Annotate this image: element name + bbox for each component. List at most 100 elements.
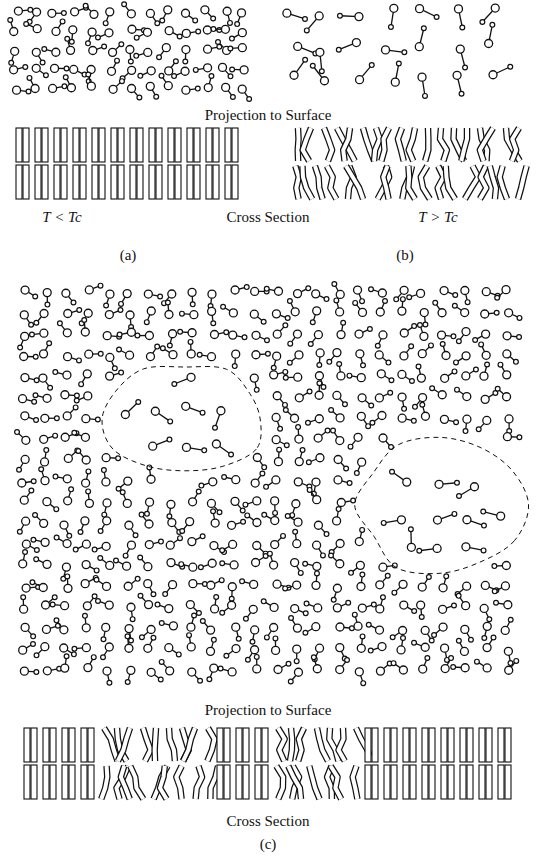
ordered-chain [35,128,41,162]
lipid-head [42,601,50,609]
lipid-tail-end [159,73,164,78]
lipid-molecule [329,540,344,555]
lipid-head [295,458,303,466]
lipid-head [88,28,96,36]
lipid-head [272,413,280,421]
lipid-molecule [82,469,91,487]
lipid-tail-end [86,469,91,474]
lipid-molecule [83,3,98,18]
lipid-molecule [289,616,302,633]
lipid-molecule [162,290,176,306]
lipid-molecule [50,602,68,610]
lipid-head [164,82,172,90]
lipid-head [103,499,111,507]
lipid-tail-end [306,420,311,425]
lipid-head [147,475,155,483]
lipid-head [40,519,48,527]
lipid-molecule [489,64,513,78]
lipid-head [168,519,176,527]
lipid-molecule [475,659,492,672]
lipid-head [168,290,176,298]
lipid-tail-end [277,447,282,452]
lipid-head [439,623,447,631]
lipid-molecule [382,46,407,55]
lipid-head [228,668,236,676]
lipid-molecule [441,644,450,662]
lipid-molecule [61,654,69,672]
lipid-molecule [61,391,79,399]
lipid-tail-end [517,316,522,321]
lipid-molecule [312,290,329,302]
lipid-molecule [72,430,90,441]
ordered-chain [187,165,193,199]
lipid-tail-end [76,449,81,454]
lipid-head [82,561,90,569]
lipid-tail-end [200,410,205,415]
lipid-molecule [187,633,196,651]
lipid-molecule [43,498,59,512]
lipid-molecule [304,12,323,33]
lipid-tail-end [337,362,342,367]
lipid-head [123,290,131,298]
lipid-head [187,350,195,358]
lipid-molecule [311,655,321,673]
lipid-tail-end [285,514,290,519]
lipid-head [453,71,461,79]
lipid-tail-end [482,523,487,528]
lipid-molecule [331,428,344,444]
lipid-molecule [355,327,372,339]
lipid-head [461,625,469,633]
lipid-molecule [20,352,38,360]
lipid-tail-end [119,301,124,306]
lipid-tail-end [262,512,267,517]
lipid-molecule [73,540,90,552]
lipid-molecule [27,76,39,93]
lipid-molecule [461,286,470,304]
lipid-molecule [204,74,214,92]
lipid-head [64,584,72,592]
lipid-tail-end [167,343,172,348]
lipid-molecule [354,458,365,475]
lipid-tail-end [220,610,225,615]
lipid-head [376,667,384,675]
lipid-head [64,497,72,505]
lipid-head [63,475,71,483]
lipid-molecule [134,48,152,58]
lipid-head [399,626,407,634]
lipid-molecule [96,29,113,40]
lipid-molecule [188,534,205,546]
lipid-molecule [21,286,38,299]
lipid-head [109,85,117,93]
lipid-tail-end [116,486,121,491]
lipid-head [69,26,77,34]
lipid-head [291,414,299,422]
lipid-tail-end [42,47,47,52]
lipid-tail-end [180,311,185,316]
lipid-molecule [79,370,92,387]
lipid-head [504,647,512,655]
lipid-head [40,350,48,358]
lipid-molecule [114,558,131,570]
lipid-head [182,46,190,54]
lipid-tail-end [455,387,460,392]
lipid-molecule [121,400,140,419]
lipid-molecule [355,668,365,686]
lipid-head [52,48,60,56]
lipid-tail-end [244,616,249,621]
lipid-head [315,391,323,399]
lipid-molecule [52,19,65,35]
lipid-tail-end [96,599,101,604]
lipid-tail-end [52,595,57,600]
lipid-molecule [348,433,362,449]
lipid-head [356,350,364,358]
lipid-tail-end [517,435,522,440]
lipid-tail-end [247,97,252,102]
lipid-tail-end [324,297,329,302]
lipid-molecule [41,414,59,422]
lipid-head [71,8,79,16]
lipid-head [41,538,49,546]
lipid-tail-end [514,659,519,664]
lipid-tail-end [9,60,14,65]
lipid-tail-end [411,418,416,423]
lipid-molecule [273,580,291,590]
